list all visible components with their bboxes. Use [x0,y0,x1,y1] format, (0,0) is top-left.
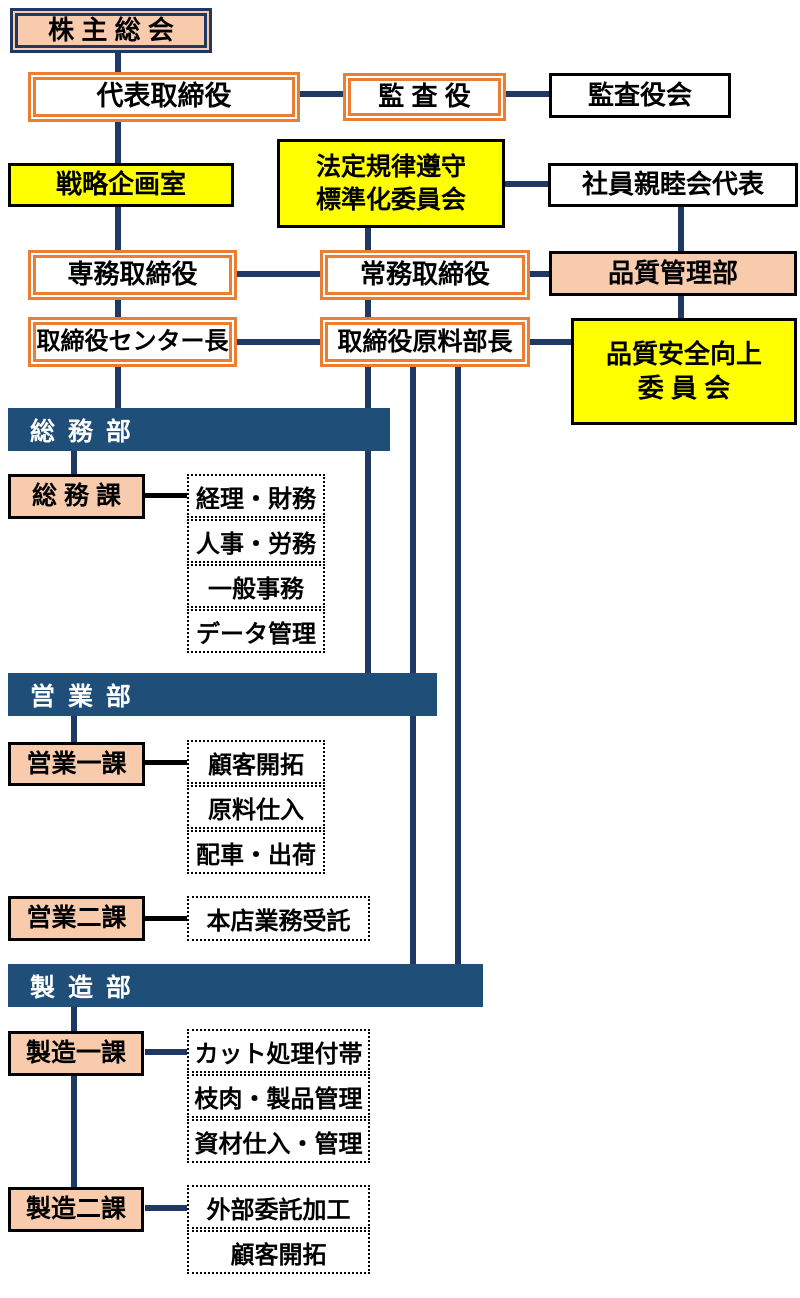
connector-main-spine [115,50,121,410]
node-sales-section-2: 営業二課 [8,896,145,941]
duty-item: 一般事務 [187,564,325,608]
duty-list-sales-1: 顧客開拓 原料仕入 配車・出荷 [187,740,325,874]
node-auditor: 監 査 役 [343,73,506,121]
connector-sales1-duties [145,760,188,765]
connector-mfg-bar-to-sections [71,1006,77,1189]
compliance-committee-line1: 法定規律遵守 [315,153,466,181]
node-quality-control-dept: 品質管理部 [549,251,797,296]
duty-item: カット処理付帯 [187,1029,370,1073]
bar-manufacturing-dept: 製 造 部 [8,964,483,1007]
bar-sales-dept: 営 業 部 [8,673,437,716]
node-director-raw-materials-manager: 取締役原料部長 [320,317,530,367]
duty-list-general-affairs: 経理・財務 人事・労務 一般事務 データ管理 [187,474,325,653]
duty-list-manufacturing-1: カット処理付帯 枝肉・製品管理 資材仕入・管理 [187,1029,370,1163]
connector-ga-section-duties [145,493,188,498]
node-employee-association-rep: 社員親睦会代表 [548,163,798,207]
quality-safety-committee-line2: 委 員 会 [637,372,731,403]
node-compliance-committee: 法定規律遵守 標準化委員会 [277,139,505,228]
duty-item: 顧客開拓 [187,1230,370,1274]
duty-item: 人事・労務 [187,519,325,563]
duty-item: 資材仕入・管理 [187,1119,370,1163]
duty-list-manufacturing-2: 外部委託加工 顧客開拓 [187,1185,370,1274]
connector-rawmaterials-to-mfg-bar-2 [455,366,461,965]
connector-ga-bar-to-section [71,450,77,476]
node-strategic-planning-office: 戦略企画室 [8,163,234,207]
node-quality-safety-committee: 品質安全向上 委 員 会 [571,318,797,425]
connector-sales-bar-to-section1 [71,714,77,744]
node-sales-section-1: 営業一課 [8,742,145,786]
node-shareholders-meeting: 株 主 総 会 [10,8,212,53]
node-manufacturing-section-2: 製造二課 [8,1187,144,1232]
compliance-committee-line2: 標準化委員会 [315,185,466,214]
duty-item: 顧客開拓 [187,740,325,784]
node-managing-director: 常務取締役 [320,250,530,300]
duty-item: 経理・財務 [187,474,325,518]
bar-general-affairs-dept: 総 務 部 [8,408,390,451]
connector-mfg2-duties [145,1205,188,1211]
duty-item: 本店業務受託 [187,896,370,941]
node-manufacturing-section-1: 製造一課 [8,1031,144,1076]
duty-item: 原料仕入 [187,785,325,829]
duty-item: 配車・出荷 [187,830,325,874]
node-senior-managing-director: 専務取締役 [28,250,237,300]
connector-compliance-association [504,181,549,187]
node-general-affairs-section: 総 務 課 [8,474,145,519]
duty-item: データ管理 [187,609,325,653]
quality-safety-committee-line1: 品質安全向上 [605,338,762,369]
node-director-center-manager: 取締役センター長 [28,317,237,367]
connector-sales2-duties [145,916,188,921]
connector-mfg1-duties [145,1049,188,1055]
duty-list-sales-2: 本店業務受託 [187,896,370,941]
node-board-of-auditors: 監査役会 [549,73,731,118]
node-representative-director: 代表取締役 [28,72,300,122]
duty-item: 外部委託加工 [187,1185,370,1229]
duty-item: 枝肉・製品管理 [187,1074,370,1118]
connector-rawmaterials-to-mfg-bar-1 [410,366,416,965]
